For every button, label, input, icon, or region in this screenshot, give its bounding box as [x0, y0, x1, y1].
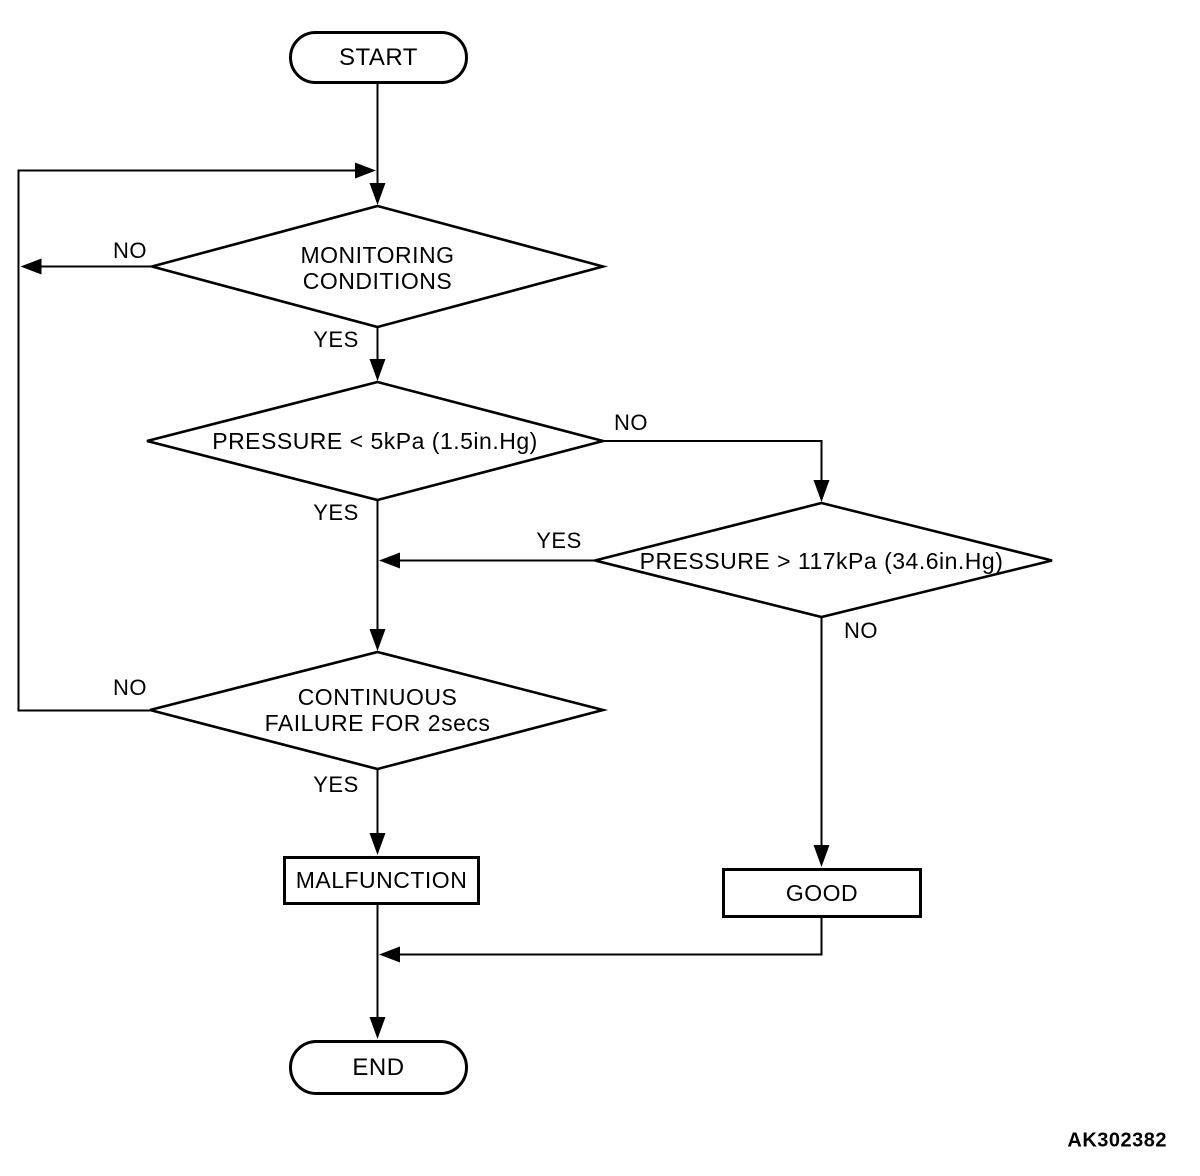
end-label: END [352, 1053, 405, 1081]
decision-pressure-high-label: PRESSURE > 117kPa (34.6in.Hg) [639, 548, 1004, 574]
edge-label-pressure-high-yes: YES [536, 528, 582, 553]
decision-pressure-low-label: PRESSURE < 5kPa (1.5in.Hg) [212, 428, 538, 454]
edge-pressure-low-no [603, 440, 823, 481]
arrowhead-into-good [813, 845, 830, 867]
edge-label-pressure-low-yes: YES [313, 500, 359, 525]
arrowhead-loop-into-main [355, 162, 376, 179]
arrowhead-good-merge [379, 946, 400, 963]
figure-code: AK302382 [1067, 1129, 1167, 1152]
arrowhead-into-malfunction [369, 833, 386, 855]
decision-pressure-low-shape [146, 380, 609, 502]
malfunction-label: MALFUNCTION [295, 867, 468, 893]
edge-label-pressure-high-no: NO [844, 618, 878, 643]
decision-pressure-high-shape [594, 501, 1053, 619]
start-label: START [339, 43, 418, 71]
decision-monitoring-label: MONITORING CONDITIONS [300, 242, 455, 294]
edge-label-monitoring-no: NO [113, 238, 147, 263]
edge-label-monitoring-yes: YES [313, 327, 359, 352]
edge-loop-return [17, 169, 355, 712]
arrowhead-pressure-high-yes [379, 552, 400, 569]
arrowhead-into-pressure-low [369, 359, 386, 381]
edge-label-continuous-yes: YES [313, 772, 359, 797]
arrowhead-into-monitoring [369, 183, 386, 205]
decision-continuous-shape [149, 650, 609, 771]
arrowhead-into-continuous [369, 629, 386, 651]
good-node: GOOD [722, 868, 922, 918]
end-node: END [289, 1040, 468, 1095]
arrowhead-monitoring-no [20, 258, 42, 275]
good-label: GOOD [785, 879, 859, 906]
edge-label-continuous-no: NO [113, 675, 147, 700]
arrowhead-into-pressure-high [813, 480, 830, 502]
decision-monitoring-shape [146, 204, 609, 329]
decision-continuous-label: CONTINUOUS FAILURE FOR 2secs [264, 684, 491, 736]
edge-good-to-end [400, 918, 823, 956]
malfunction-node: MALFUNCTION [283, 856, 480, 905]
start-node: START [289, 31, 468, 84]
arrowhead-into-end [369, 1017, 386, 1039]
edge-label-pressure-low-no: NO [614, 410, 648, 435]
